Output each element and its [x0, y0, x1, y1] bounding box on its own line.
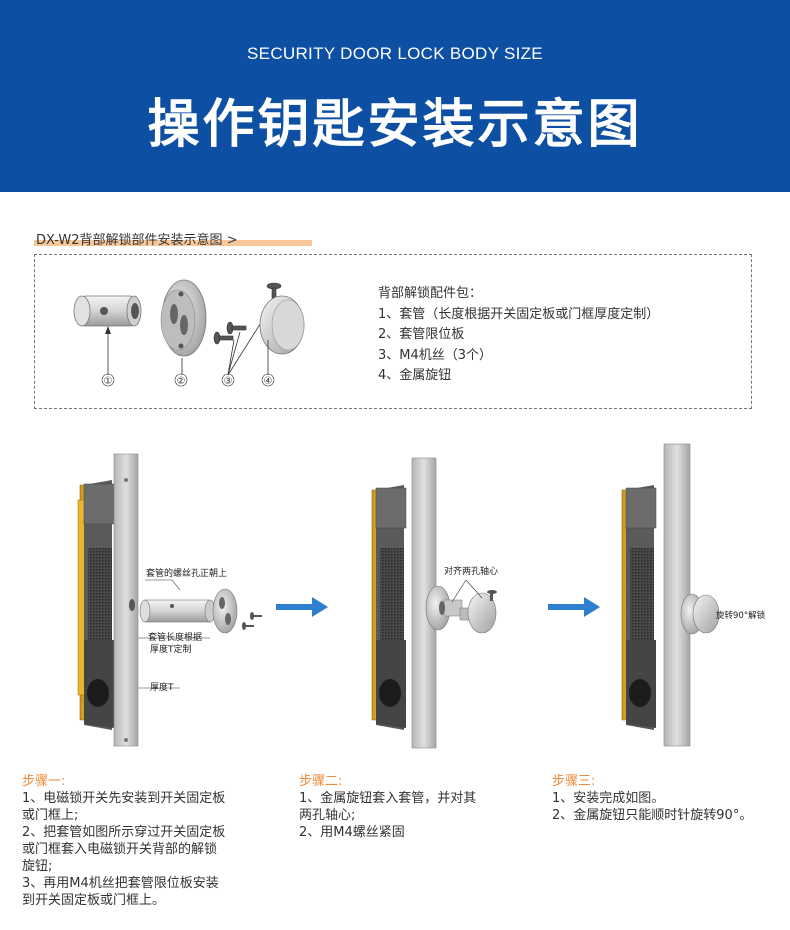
step-line: 或门框套入电磁锁开关背部的解锁 — [22, 842, 218, 857]
step-line: 3、再用M4机丝把套管限位板安装 — [22, 876, 219, 891]
header-title: 操作钥匙安装示意图 — [147, 95, 643, 155]
step1-diagram: 套管的螺丝孔正朝上 套管长度根据 厚度T定制 厚度T — [77, 453, 262, 747]
arrow-right-icon — [276, 597, 328, 617]
kit-list: 背部解锁配件包： 1、套管（长度根据开关固定板或门框厚度定制） 2、套管限位板 … — [378, 284, 659, 387]
section-title: DX-W2背部解锁部件安装示意图 > — [36, 233, 238, 248]
kit-heading: 背部解锁配件包： — [378, 286, 483, 301]
label-thickness: 厚度T — [150, 681, 174, 693]
part-label-1: ① — [104, 376, 113, 387]
kit-item: 3、M4机丝（3个） — [378, 347, 493, 363]
kit-item: 4、金属旋钮 — [378, 368, 452, 383]
step-line: 2、把套管如图所示穿过开关固定板 — [22, 825, 226, 840]
step2-diagram: 对齐两孔轴心 — [371, 457, 498, 749]
header-banner: SECURITY DOOR LOCK BODY SIZE 操作钥匙安装示意图 — [0, 0, 790, 192]
parts-box — [34, 254, 752, 409]
step-1-title: 步骤一: — [22, 774, 66, 789]
step-line: 1、电磁锁开关先安装到开关固定板 — [22, 791, 226, 806]
step-line: 1、安装完成如图。 — [552, 791, 665, 806]
step-line: 或门框上; — [22, 808, 79, 823]
sleeve-insert — [139, 599, 216, 623]
part-label-3: ③ — [224, 376, 233, 387]
kit-item: 2、套管限位板 — [378, 327, 465, 342]
label-screw-hole: 套管的螺丝孔正朝上 — [146, 567, 227, 579]
step-line: 2、金属旋钮只能顺时针旋转90°。 — [552, 808, 753, 823]
step-2: 步骤二: 1、金属旋钮套入套管，并对其 两孔轴心; 2、用M4螺丝紧固 — [299, 773, 529, 841]
parts-illustration: ① ② ③ ④ — [73, 279, 305, 387]
section-title-highlight — [34, 240, 312, 246]
step-1: 步骤一: 1、电磁锁开关先安装到开关固定板 或门框上; 2、把套管如图所示穿过开… — [22, 773, 272, 909]
sleeve-part — [73, 295, 142, 375]
step-line: 1、金属旋钮套入套管，并对其 — [299, 791, 477, 806]
step-line: 两孔轴心; — [299, 808, 356, 823]
limit-plate-part — [160, 279, 207, 375]
label-sleeve-length-2: 厚度T定制 — [150, 643, 192, 655]
part-label-4: ④ — [264, 376, 273, 387]
label-rotate-unlock: 旋转90°解锁 — [716, 610, 766, 621]
kit-item: 1、套管（长度根据开关固定板或门框厚度定制） — [378, 306, 660, 322]
step-line: 2、用M4螺丝紧固 — [299, 825, 405, 840]
step-3-title: 步骤三: — [552, 774, 596, 789]
part-label-2: ② — [177, 376, 186, 387]
step-2-title: 步骤二: — [299, 774, 343, 789]
label-sleeve-length-1: 套管长度根据 — [148, 631, 202, 643]
knob-part — [259, 295, 305, 375]
header-subtitle: SECURITY DOOR LOCK BODY SIZE — [247, 44, 543, 63]
step-line: 到开关固定板或门框上。 — [22, 893, 166, 908]
step-line: 旋钮; — [22, 859, 53, 874]
arrow-right-icon — [548, 597, 600, 617]
label-align-holes: 对齐两孔轴心 — [444, 565, 498, 577]
step-3: 步骤三: 1、安装完成如图。 2、金属旋钮只能顺时针旋转90°。 — [552, 773, 784, 824]
step3-diagram: 旋转90°解锁 — [621, 443, 766, 747]
